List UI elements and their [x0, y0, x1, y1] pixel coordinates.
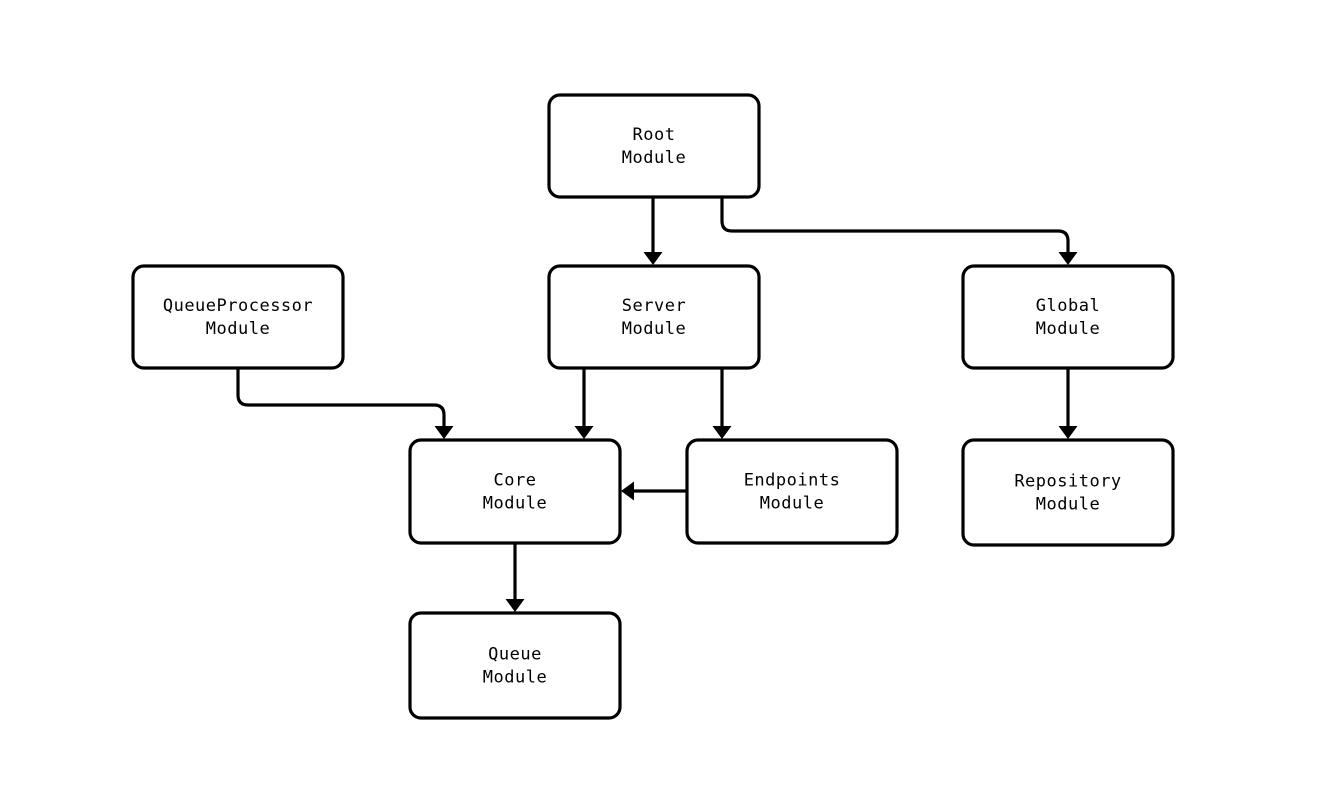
node-label-line1: Endpoints: [744, 471, 841, 491]
edge-root-to-server: [643, 197, 663, 265]
edge-server-to-endpoints: [712, 368, 732, 439]
node-label-line1: Core: [494, 471, 537, 491]
edge-core-to-queue: [505, 543, 525, 612]
arrow-head-icon: [643, 252, 663, 265]
arrow-head-icon: [434, 426, 454, 439]
node-label-line2: Module: [1036, 319, 1100, 339]
node-label-line1: Global: [1036, 296, 1100, 316]
edge-line: [720, 197, 1070, 253]
node-label-line2: Module: [206, 319, 270, 339]
node-label-line2: Module: [622, 148, 686, 168]
node-label-line1: Queue: [488, 645, 542, 665]
node-box[interactable]: [547, 264, 761, 370]
edge-root-to-global: [720, 197, 1078, 265]
node-label-line2: Module: [760, 494, 824, 514]
node-box[interactable]: [685, 438, 899, 545]
arrow-head-icon: [712, 426, 732, 439]
node-label-line2: Module: [483, 668, 547, 688]
node-label-line2: Module: [622, 319, 686, 339]
arrow-head-icon: [1058, 426, 1078, 439]
edge-global-to-repository: [1058, 368, 1078, 439]
node-box[interactable]: [131, 264, 345, 370]
edge-endpoints-to-core: [621, 481, 687, 501]
node-box[interactable]: [961, 438, 1175, 547]
node-box[interactable]: [408, 611, 622, 720]
node-label-line2: Module: [483, 494, 547, 514]
arrow-head-icon: [621, 481, 634, 501]
edge-server-to-core: [574, 368, 594, 439]
arrow-head-icon: [505, 599, 525, 612]
node-label-line1: Server: [622, 296, 686, 316]
node-label-line1: Root: [633, 125, 676, 145]
node-box[interactable]: [961, 264, 1175, 370]
edge-line: [236, 368, 446, 427]
node-label-line1: QueueProcessor: [163, 296, 313, 316]
edge-queueprocessor-to-core: [236, 368, 454, 439]
node-layer: RootModuleQueueProcessorModuleServerModu…: [131, 93, 1175, 720]
node-box[interactable]: [547, 93, 761, 199]
node-label-line1: Repository: [1014, 472, 1121, 492]
arrow-head-icon: [574, 426, 594, 439]
edge-layer: [236, 197, 1078, 612]
node-box[interactable]: [408, 438, 622, 545]
arrow-head-icon: [1058, 252, 1078, 265]
node-label-line2: Module: [1036, 495, 1100, 515]
